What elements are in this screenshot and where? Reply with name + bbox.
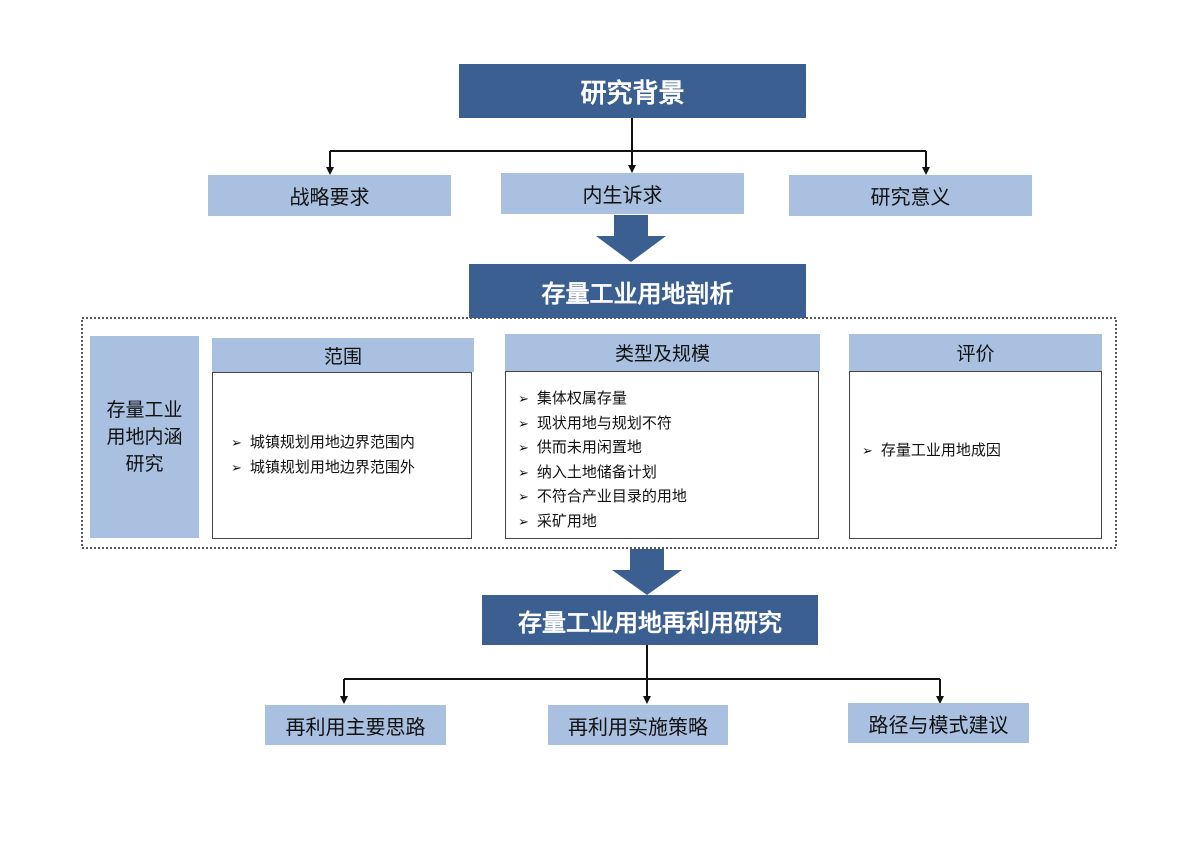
reuse-main-idea-box: 再利用主要思路 [265, 705, 446, 745]
path-model-suggestion-box: 路径与模式建议 [848, 703, 1029, 743]
reuse-research-title: 存量工业用地再利用研究 [482, 595, 818, 645]
analysis-frame [81, 317, 1117, 549]
stock-land-analysis-title: 存量工业用地剖析 [469, 264, 806, 318]
reuse-implementation-box: 再利用实施策略 [548, 705, 728, 745]
research-significance-box: 研究意义 [789, 175, 1032, 216]
block-arrow-down-1 [596, 215, 666, 262]
list-item: 不符合产业目录的用地 [518, 485, 818, 510]
connotation-research-text: 存量工业用地内涵研究 [106, 398, 183, 475]
list-item: 供而未用闲置地 [518, 436, 818, 461]
scope-list: 城镇规划用地边界范围内 城镇规划用地边界范围外 [231, 431, 415, 480]
research-background-title: 研究背景 [459, 64, 806, 118]
strategy-requirement-box: 战略要求 [208, 175, 451, 216]
list-item: 现状用地与规划不符 [518, 412, 818, 437]
type-scale-panel: 集体权属存量 现状用地与规划不符 供而未用闲置地 纳入土地储备计划 不符合产业目… [505, 371, 819, 539]
type-scale-list: 集体权属存量 现状用地与规划不符 供而未用闲置地 纳入土地储备计划 不符合产业目… [518, 387, 818, 534]
type-scale-header: 类型及规模 [505, 334, 820, 371]
list-item: 采矿用地 [518, 510, 818, 535]
scope-panel: 城镇规划用地边界范围内 城镇规划用地边界范围外 [212, 372, 472, 539]
list-item: 城镇规划用地边界范围内 [231, 431, 415, 456]
connotation-research-label: 存量工业用地内涵研究 [90, 336, 199, 538]
evaluation-panel: 存量工业用地成因 [849, 371, 1102, 539]
internal-demand-box: 内生诉求 [501, 173, 744, 214]
list-item: 存量工业用地成因 [862, 439, 1001, 464]
list-item: 城镇规划用地边界范围外 [231, 456, 415, 481]
scope-header: 范围 [212, 338, 474, 372]
list-item: 纳入土地储备计划 [518, 461, 818, 486]
list-item: 集体权属存量 [518, 387, 818, 412]
evaluation-header: 评价 [849, 334, 1102, 371]
evaluation-list: 存量工业用地成因 [862, 439, 1001, 464]
block-arrow-down-2 [612, 549, 682, 595]
